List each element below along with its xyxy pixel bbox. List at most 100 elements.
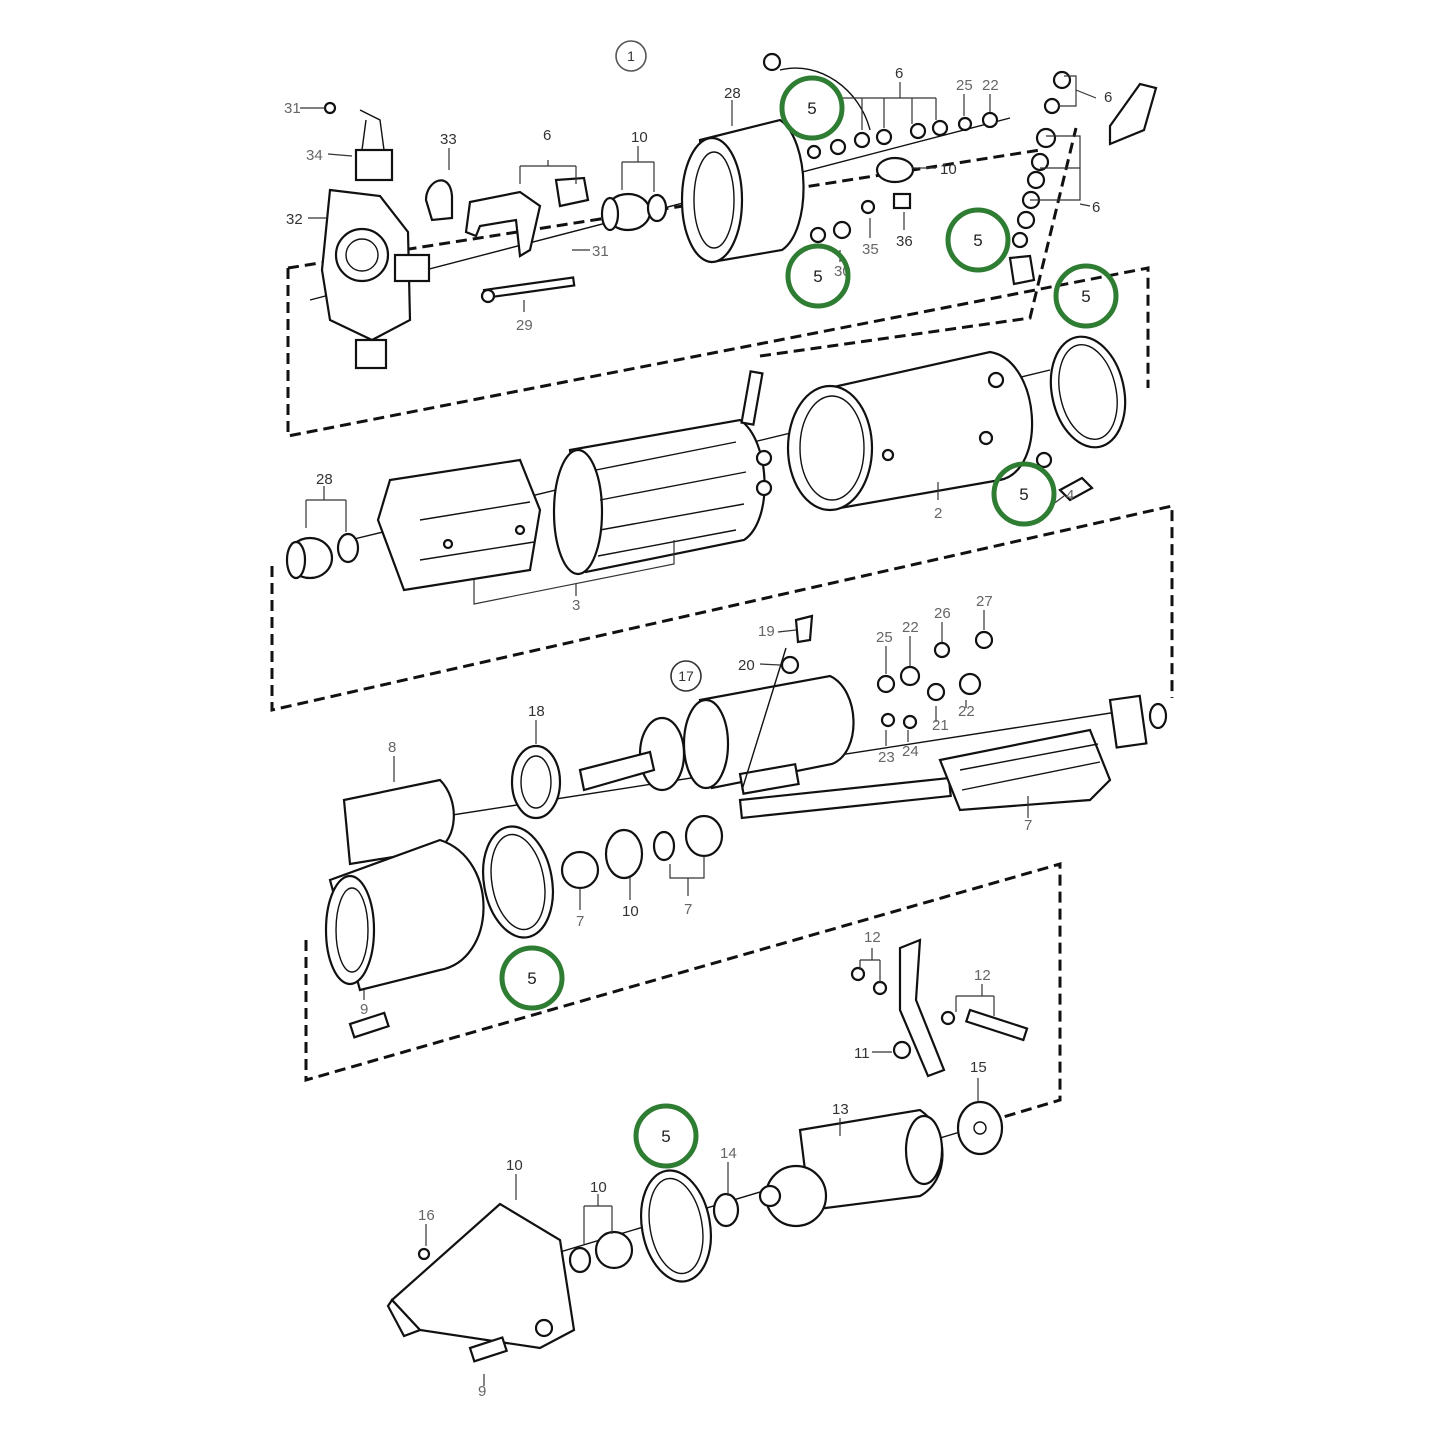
- drive-end-o-ring: [482, 825, 554, 939]
- label-12: 12: [974, 967, 991, 984]
- label-18: 18: [528, 703, 545, 720]
- label-6: 6: [895, 65, 903, 82]
- label-24: 24: [902, 743, 919, 760]
- reference-number-17: 17: [678, 668, 694, 684]
- solenoid-switch: [578, 647, 855, 795]
- svg-text:5: 5: [807, 99, 816, 118]
- label-27: 27: [976, 593, 993, 610]
- label-2: 2: [934, 505, 942, 522]
- label-12: 12: [864, 929, 881, 946]
- label-25: 25: [876, 629, 893, 646]
- pinion-drive: [758, 1108, 944, 1228]
- label-36: 36: [896, 233, 913, 250]
- figure-ref-number: 1: [627, 48, 635, 64]
- label-16: 16: [418, 1207, 435, 1224]
- label-19: 19: [758, 623, 775, 640]
- brush-holder-plate: [320, 188, 431, 370]
- label-35: 35: [862, 241, 879, 258]
- armature: [738, 694, 1168, 820]
- terminal-stack-right: [1008, 70, 1158, 286]
- thrust-washer: [956, 1100, 1004, 1156]
- svg-text:5: 5: [661, 1127, 670, 1146]
- assembly-frame-lower: [304, 862, 1062, 1120]
- label-7: 7: [576, 913, 584, 930]
- part-number-labels: 31 34 32 33 6 31 29 10 28 6 25 22 10 35 …: [284, 65, 1112, 1400]
- field-coil-windings: [552, 370, 773, 576]
- housing-o-ring: [1049, 335, 1127, 449]
- label-29: 29: [516, 317, 533, 334]
- svg-text:5: 5: [527, 969, 536, 988]
- label-28: 28: [724, 85, 741, 102]
- highlight-callout-5[interactable]: 5: [785, 243, 851, 309]
- label-23: 23: [878, 749, 895, 766]
- leader-lines: [300, 75, 1097, 1386]
- highlight-callout-5[interactable]: 5: [1053, 263, 1119, 329]
- svg-text:5: 5: [1081, 287, 1090, 306]
- svg-text:5: 5: [813, 267, 822, 286]
- nose-o-ring: [640, 1169, 712, 1283]
- label-7: 7: [1024, 817, 1032, 834]
- terminal-stud-assembly: [762, 52, 999, 244]
- label-9: 9: [360, 1001, 368, 1018]
- label-11: 11: [854, 1045, 870, 1062]
- label-28: 28: [316, 471, 333, 488]
- field-coil-housing: [786, 350, 1034, 512]
- highlight-callouts: 5 5 5 5 5 5 5: [499, 75, 1119, 1169]
- label-31: 31: [284, 100, 301, 117]
- housing-screw: [1035, 451, 1094, 502]
- label-32: 32: [286, 211, 303, 228]
- highlight-callout-5[interactable]: 5: [991, 461, 1057, 527]
- label-10: 10: [590, 1179, 607, 1196]
- label-21: 21: [932, 717, 949, 734]
- label-22: 22: [958, 703, 975, 720]
- bushing-upper: [600, 192, 668, 232]
- svg-text:5: 5: [1019, 485, 1028, 504]
- label-22: 22: [902, 619, 919, 636]
- reference-marker-17: 17: [670, 660, 702, 692]
- label-15: 15: [970, 1059, 987, 1076]
- label-10: 10: [631, 129, 648, 146]
- bushing-middle: [285, 532, 360, 580]
- label-4: 4: [1066, 487, 1074, 504]
- commutator-end-housing: [680, 118, 805, 264]
- label-34: 34: [306, 147, 323, 164]
- label-6: 6: [1092, 199, 1100, 216]
- pole-shoes: [376, 458, 542, 592]
- drive-nose-housing: [386, 1202, 576, 1350]
- label-10: 10: [940, 161, 957, 178]
- svg-text:5: 5: [973, 231, 982, 250]
- nose-bushing: [568, 1230, 634, 1274]
- label-6: 6: [543, 127, 551, 144]
- label-13: 13: [832, 1101, 849, 1118]
- brush-part: [323, 101, 394, 182]
- brush-bracket: [464, 176, 590, 258]
- brush-spring: [424, 179, 454, 222]
- highlight-callout-5[interactable]: 5: [945, 207, 1011, 273]
- label-8: 8: [388, 739, 396, 756]
- highlight-callout-5[interactable]: 5: [499, 945, 565, 1011]
- label-33: 33: [440, 131, 457, 148]
- label-3: 3: [572, 597, 580, 614]
- label-10: 10: [622, 903, 639, 920]
- figure-reference-marker: 1: [615, 40, 647, 72]
- label-7: 7: [684, 901, 692, 918]
- solenoid-stud-hardware: [780, 614, 994, 730]
- through-bolt: [480, 276, 576, 304]
- nose-bolt: [468, 1336, 509, 1363]
- shift-lever: [850, 938, 1029, 1078]
- drive-end-housing: [324, 778, 485, 992]
- highlight-callout-5[interactable]: 5: [779, 75, 845, 141]
- label-9: 9: [478, 1383, 486, 1400]
- spacer-ring: [712, 1192, 740, 1228]
- seal-ring: [510, 744, 562, 820]
- bearings-and-bushings: [560, 814, 724, 890]
- label-20: 20: [738, 657, 755, 674]
- assembly-frame-middle: [270, 504, 1174, 712]
- label-14: 14: [720, 1145, 737, 1162]
- label-6: 6: [1104, 89, 1112, 106]
- label-25: 25: [956, 77, 973, 94]
- label-22: 22: [982, 77, 999, 94]
- highlight-callout-5[interactable]: 5: [633, 1103, 699, 1169]
